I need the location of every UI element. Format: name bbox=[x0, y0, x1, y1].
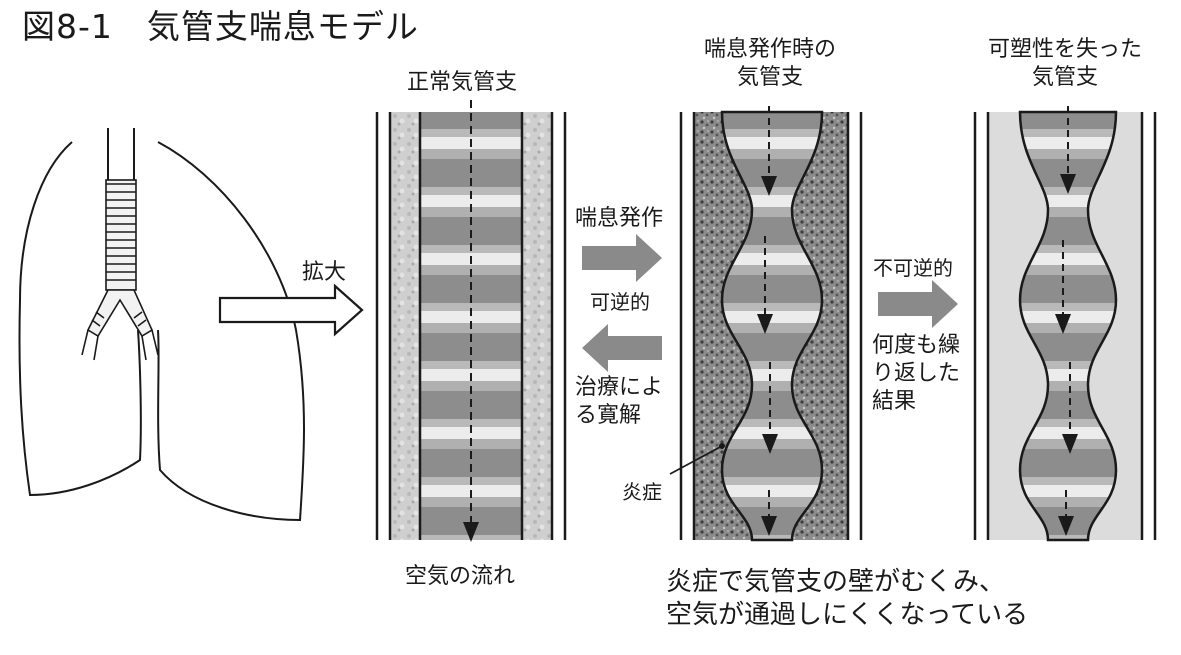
normal-airway bbox=[375, 100, 567, 542]
zoom-label: 拡大 bbox=[302, 260, 347, 285]
repeated-result-label: 何度も繰 り返した 結果 bbox=[872, 333, 961, 415]
remodeled-lumen bbox=[1018, 110, 1118, 542]
figure-caption: 炎症で気管支の壁がむくみ、 空気が通過しにくくなっている bbox=[666, 567, 1029, 631]
treatment-remission-label: 治療によ る寛解 bbox=[575, 375, 664, 429]
airflow-arrowhead-remodeled-1 bbox=[1060, 174, 1076, 194]
trachea-rings bbox=[81, 179, 159, 361]
airflow-arrowhead-attack-4 bbox=[761, 516, 777, 536]
normal-airway-title: 正常気管支 bbox=[407, 70, 518, 95]
left-lung-outline bbox=[18, 141, 142, 497]
figure-title: 図8-1 気管支喘息モデル bbox=[22, 7, 419, 46]
remodeled-airway bbox=[973, 106, 1157, 542]
airflow-arrowhead-remodeled-3 bbox=[1062, 434, 1078, 454]
airflow-arrowhead-attack-1 bbox=[761, 176, 777, 196]
airflow-arrowhead-attack-2 bbox=[757, 314, 773, 334]
attack-lumen bbox=[720, 110, 824, 542]
remission-arrow bbox=[582, 324, 662, 372]
attack-label: 喘息発作 bbox=[575, 206, 664, 231]
right-lung-outline bbox=[157, 141, 305, 522]
airflow-arrowhead-attack-3 bbox=[762, 434, 778, 454]
lungs-illustration bbox=[18, 128, 305, 522]
airflow-label: 空気の流れ bbox=[405, 564, 516, 589]
remodeled-airway-title: 可塑性を失った 気管支 bbox=[987, 37, 1142, 91]
airflow-arrowhead-remodeled-4 bbox=[1058, 516, 1074, 536]
attack-arrow bbox=[582, 234, 662, 282]
irreversible-label: 不可逆的 bbox=[873, 256, 953, 280]
reversible-label: 可逆的 bbox=[590, 290, 650, 314]
airflow-arrowhead-remodeled-2 bbox=[1055, 314, 1071, 334]
inflammation-label: 炎症 bbox=[622, 480, 662, 504]
zoom-arrow bbox=[218, 283, 364, 337]
airflow-arrowhead-normal bbox=[463, 522, 479, 542]
attack-airway-title: 喘息発作時の 気管支 bbox=[703, 37, 836, 91]
inflammation-pointer bbox=[669, 445, 723, 475]
irreversible-arrow bbox=[878, 280, 958, 328]
attack-airway bbox=[669, 106, 863, 542]
